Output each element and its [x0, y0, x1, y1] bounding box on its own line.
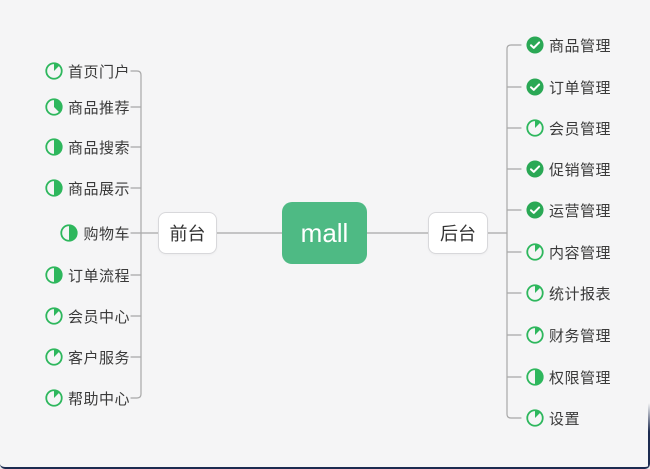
- item-label: 订单管理: [549, 79, 612, 97]
- item-product-mgmt[interactable]: 商品管理: [526, 34, 611, 56]
- item-product-search[interactable]: 商品搜索: [45, 136, 130, 158]
- item-label: 首页门户: [67, 63, 130, 81]
- item-label: 购物车: [83, 225, 130, 243]
- item-label: 促销管理: [549, 161, 612, 179]
- item-operations-mgmt[interactable]: 运营管理: [526, 199, 611, 221]
- item-label: 会员管理: [549, 120, 612, 138]
- progress-pie-icon: [526, 119, 544, 137]
- item-customer-service[interactable]: 客户服务: [45, 346, 130, 368]
- screenshot-edge-line: [648, 403, 650, 467]
- check-circle-icon: [526, 78, 544, 96]
- item-label: 商品展示: [67, 180, 130, 198]
- progress-pie-icon: [526, 409, 544, 427]
- item-label: 商品管理: [549, 37, 612, 55]
- item-content-mgmt[interactable]: 内容管理: [526, 241, 611, 263]
- progress-pie-icon: [526, 284, 544, 302]
- progress-pie-icon: [45, 266, 63, 284]
- progress-pie-icon: [526, 326, 544, 344]
- progress-pie-icon: [45, 307, 63, 325]
- progress-pie-icon: [45, 62, 63, 80]
- item-label: 商品搜索: [67, 139, 130, 157]
- progress-pie-icon: [45, 348, 63, 366]
- item-finance-mgmt[interactable]: 财务管理: [526, 324, 611, 346]
- item-product-display[interactable]: 商品展示: [45, 177, 130, 199]
- item-home-portal[interactable]: 首页门户: [45, 60, 130, 82]
- progress-pie-icon: [45, 389, 63, 407]
- item-label: 商品推荐: [67, 99, 130, 117]
- item-settings[interactable]: 设置: [526, 407, 580, 429]
- backend-branch-list: 商品管理 订单管理 会员管理 促销管理 运营管理 内容管理 统计报表 财务管理: [526, 0, 646, 467]
- item-shopping-cart[interactable]: 购物车: [60, 222, 130, 244]
- item-label: 设置: [549, 410, 581, 428]
- item-label: 订单流程: [67, 267, 130, 285]
- check-circle-icon: [526, 36, 544, 54]
- node-backend[interactable]: 后台: [428, 212, 488, 254]
- item-promotion-mgmt[interactable]: 促销管理: [526, 158, 611, 180]
- item-label: 帮助中心: [67, 390, 130, 408]
- item-permission-mgmt[interactable]: 权限管理: [526, 366, 611, 388]
- item-label: 运营管理: [549, 202, 612, 220]
- item-label: 会员中心: [67, 308, 130, 326]
- check-circle-icon: [526, 201, 544, 219]
- item-label: 统计报表: [549, 285, 612, 303]
- item-help-center[interactable]: 帮助中心: [45, 387, 130, 409]
- item-label: 权限管理: [549, 369, 612, 387]
- item-label: 客户服务: [67, 349, 130, 367]
- item-label: 内容管理: [549, 244, 612, 262]
- progress-pie-icon: [60, 224, 79, 242]
- progress-pie-icon: [45, 98, 63, 116]
- item-order-mgmt[interactable]: 订单管理: [526, 76, 611, 98]
- item-product-recommend[interactable]: 商品推荐: [45, 96, 130, 118]
- front-branch-bus: [130, 70, 142, 399]
- item-label: 财务管理: [549, 327, 612, 345]
- check-circle-icon: [526, 160, 544, 178]
- item-order-flow[interactable]: 订单流程: [45, 264, 130, 286]
- progress-pie-icon: [45, 138, 63, 156]
- item-member-mgmt[interactable]: 会员管理: [526, 117, 611, 139]
- item-member-center[interactable]: 会员中心: [45, 305, 130, 327]
- progress-pie-icon: [526, 243, 544, 261]
- frontend-branch-list: 首页门户 商品推荐 商品搜索 商品展示 购物车 订单流程 会员中心 客户服务: [38, 0, 130, 467]
- node-frontend[interactable]: 前台: [158, 212, 217, 254]
- progress-pie-icon: [526, 368, 544, 386]
- back-branch-bus: [506, 44, 522, 419]
- progress-pie-icon: [45, 179, 63, 197]
- central-node-mall[interactable]: mall: [282, 202, 367, 264]
- item-statistics-report[interactable]: 统计报表: [526, 282, 611, 304]
